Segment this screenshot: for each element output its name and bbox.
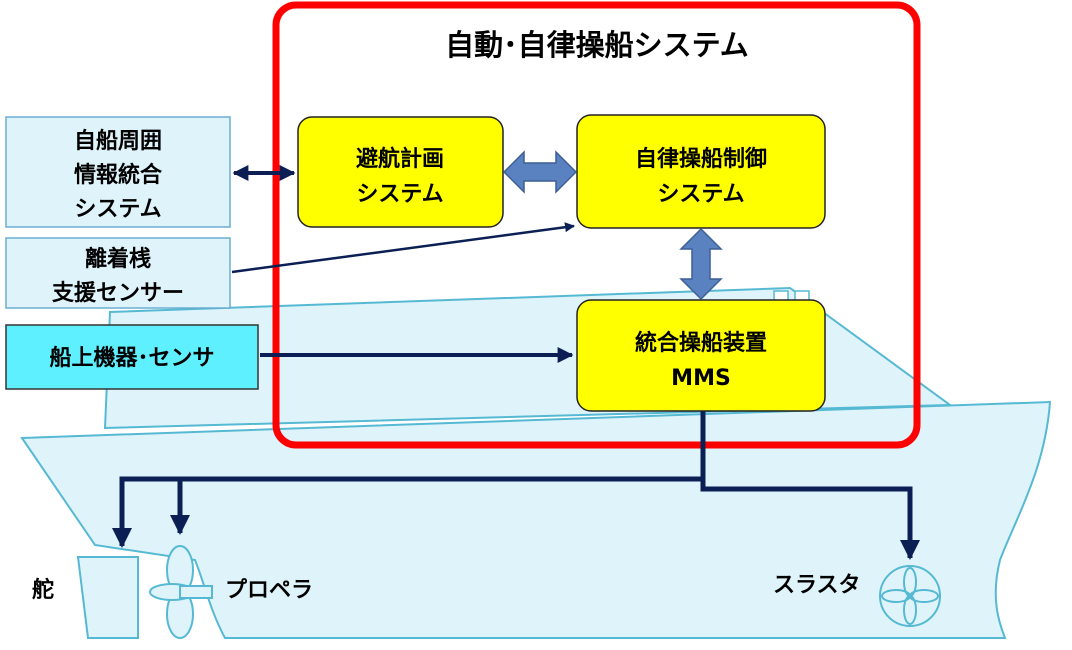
mms-to-actuators-line <box>112 411 706 548</box>
rudder-icon <box>76 556 139 639</box>
onboard-label: 船上機器･センサ <box>49 345 214 371</box>
thruster-label: スラスタ <box>773 573 861 598</box>
thruster-line <box>700 479 920 560</box>
surroundings-label-3: システム <box>74 197 161 222</box>
control-mms-double-arrow <box>679 227 723 301</box>
system-frame <box>272 1 921 449</box>
mms-label-1: 統合操船装置 <box>635 330 767 356</box>
onboard-box: 船上機器･センサ <box>5 324 259 390</box>
berthing-label-1: 離着桟 <box>85 246 151 272</box>
route-planning-label-1: 避航計画 <box>356 146 444 172</box>
auto-control-box: 自律操船制御 システム <box>576 114 826 229</box>
surroundings-box: 自船周囲 情報統合 システム <box>5 116 231 228</box>
system-title: 自動･自律操船システム <box>445 28 749 62</box>
mms-box: 統合操船装置 MMS <box>576 299 826 412</box>
propeller-icon <box>149 545 213 639</box>
auto-control-label-1: 自律操船制御 <box>635 146 767 172</box>
auto-control-label-2: システム <box>657 182 744 207</box>
rudder-label: 舵 <box>32 577 54 603</box>
route-control-double-arrow <box>502 150 578 194</box>
propeller-label: プロペラ <box>225 578 313 603</box>
berthing-control-arrow <box>231 222 575 274</box>
surroundings-label-1: 自船周囲 <box>74 128 162 154</box>
surroundings-label-2: 情報統合 <box>74 162 163 188</box>
thruster-icon <box>879 565 941 627</box>
mms-label-2: MMS <box>671 366 731 391</box>
berthing-box: 離着桟 支援センサー <box>5 237 231 309</box>
berthing-label-2: 支援センサー <box>52 281 184 306</box>
route-planning-box: 避航計画 システム <box>297 116 504 228</box>
route-planning-label-2: システム <box>356 182 443 207</box>
